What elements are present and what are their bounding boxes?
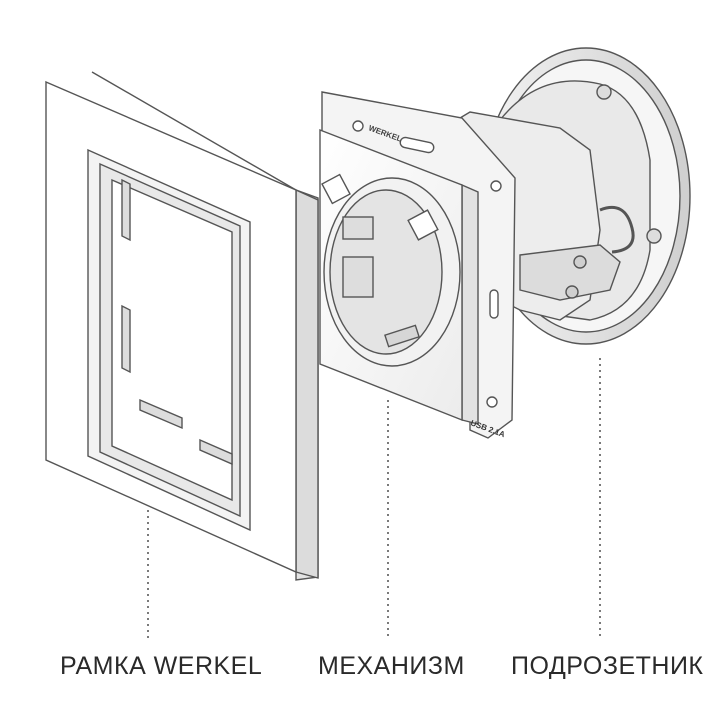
mounting-box-hole (646, 228, 662, 244)
socket-shutter (384, 324, 420, 348)
earth-contact (342, 216, 374, 240)
mounting-box-hole (596, 84, 612, 100)
mounting-plate-slot (399, 136, 435, 154)
socket-face-side (461, 183, 479, 425)
mechanism-assembly: WERKEL USB 2.1A (319, 91, 621, 439)
frame-latch (121, 304, 131, 374)
leader-lines (147, 358, 601, 640)
mounting-box-label: ПОДРОЗЕТНИК (511, 652, 704, 680)
frame-label: РАМКА WERKEL (60, 652, 263, 680)
brand-logo-icon (352, 120, 364, 132)
terminal-screw (565, 285, 579, 299)
frame-edge-right (295, 188, 319, 579)
terminal-screw (573, 255, 587, 269)
mechanism-label: МЕХАНИЗМ (318, 652, 465, 680)
usb-port (321, 173, 351, 205)
mounting-box-wire (599, 205, 635, 254)
frame-latch (139, 398, 183, 430)
earth-contact (342, 256, 374, 298)
frame-latch (121, 178, 131, 242)
frame-latch (199, 438, 233, 466)
usb-port (407, 209, 439, 241)
frame (45, 71, 319, 581)
frame-opening-inner (111, 178, 233, 502)
mounting-plate-hole (486, 396, 498, 408)
mounting-plate-hole (490, 180, 502, 192)
mounting-plate-slot (489, 289, 499, 319)
terminal-block (519, 244, 621, 301)
